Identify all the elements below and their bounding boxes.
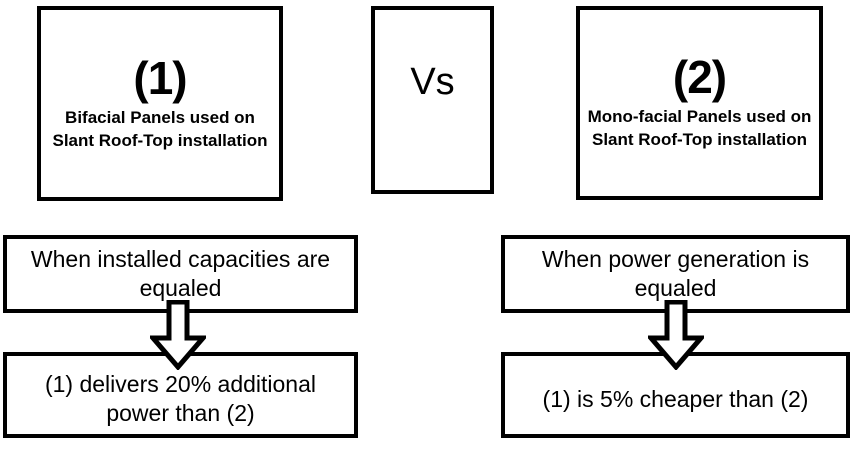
versus-label: Vs bbox=[410, 61, 455, 103]
option-one-description: Bifacial Panels used on Slant Roof-Top i… bbox=[52, 107, 268, 150]
option-two-box: (2) Mono-facial Panels used on Slant Roo… bbox=[576, 6, 823, 200]
versus-box: Vs bbox=[371, 6, 494, 194]
left-condition-box: When installed capacities are equaled bbox=[3, 235, 358, 313]
option-one-badge: (1) bbox=[133, 51, 187, 104]
option-one-box: (1) Bifacial Panels used on Slant Roof-T… bbox=[37, 6, 283, 201]
option-two-description: Mono-facial Panels used on Slant Roof-To… bbox=[587, 107, 812, 149]
option-two-badge: (2) bbox=[672, 51, 727, 104]
left-result-text: (1) delivers 20% additional power than (… bbox=[44, 371, 317, 426]
down-arrow-icon bbox=[648, 300, 704, 370]
right-result-text: (1) is 5% cheaper than (2) bbox=[542, 385, 809, 412]
left-condition-text: When installed capacities are equaled bbox=[30, 246, 331, 301]
down-arrow-icon bbox=[150, 300, 206, 370]
right-condition-text: When power generation is equaled bbox=[541, 246, 810, 301]
